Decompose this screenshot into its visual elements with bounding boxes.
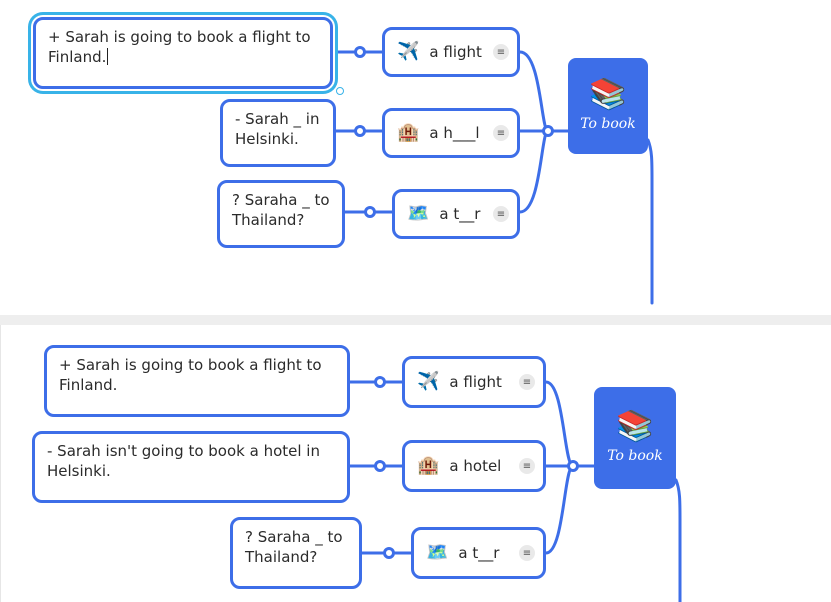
branch-node-tour[interactable]: 🗺️ a t__r ≡ (392, 189, 520, 239)
mindmap-panel-top: + Sarah is going to book a flight to Fin… (33, 17, 654, 305)
connector-dot[interactable] (374, 460, 386, 472)
notes-icon[interactable]: ≡ (519, 458, 535, 474)
leaf-sentence-hotel[interactable]: - Sarah isn't going to book a hotel in H… (32, 431, 350, 503)
leaf-line-2: Thailand? (245, 548, 318, 566)
hotel-icon: 🏨 (397, 122, 420, 143)
leaf-sentence-flight[interactable]: + Sarah is going to book a flight to Fin… (44, 345, 350, 417)
books-icon: 📚 (616, 409, 654, 444)
panel-separator (0, 315, 831, 325)
notes-icon[interactable]: ≡ (493, 44, 509, 60)
text-caret (107, 48, 109, 65)
leaf-sentence-tour[interactable]: ? Saraha _ to Thailand? (230, 517, 362, 589)
leaf-line-2: Finland. (59, 376, 118, 394)
leaf-line-1: - Sarah _ in (235, 110, 320, 128)
connector-dot[interactable] (374, 376, 386, 388)
leaf-line-2: Helsinki. (235, 130, 299, 148)
connector-dot[interactable] (542, 125, 554, 137)
branch-label: a t__r (458, 544, 500, 562)
hotel-icon: 🏨 (417, 455, 440, 476)
branch-node-tour[interactable]: 🗺️ a t__r ≡ (411, 527, 546, 579)
connector-dot[interactable] (383, 547, 395, 559)
branch-node-hotel[interactable]: 🏨 a h___l ≡ (382, 108, 520, 158)
leaf-line-1: ? Saraha _ to (245, 528, 343, 546)
leaf-line-2: Helsinki. (47, 462, 111, 480)
connector-dot[interactable] (354, 125, 366, 137)
branch-label: a hotel (449, 457, 502, 475)
airplane-icon: ✈️ (417, 371, 440, 392)
leaf-line-1: + Sarah is going to book a flight to (59, 356, 322, 374)
airplane-icon: ✈️ (397, 41, 420, 62)
connector-dot[interactable] (354, 46, 366, 58)
leaf-line-2: Finland. (48, 48, 107, 66)
branch-label: a h___l (429, 124, 480, 142)
leaf-line-1: ? Saraha _ to (232, 191, 330, 209)
branch-node-flight[interactable]: ✈️ a flight ≡ (382, 27, 520, 77)
root-title: To book (580, 116, 636, 132)
branch-label: a t__r (439, 205, 481, 223)
notes-icon[interactable]: ≡ (519, 374, 535, 390)
branch-node-flight[interactable]: ✈️ a flight ≡ (402, 356, 546, 408)
notes-icon[interactable]: ≡ (519, 545, 535, 561)
resize-handle[interactable] (336, 87, 344, 95)
leaf-line-2: Thailand? (232, 211, 305, 229)
branch-label: a flight (429, 43, 482, 61)
map-icon: 🗺️ (426, 542, 449, 563)
notes-icon[interactable]: ≡ (493, 125, 509, 141)
leaf-sentence-flight[interactable]: + Sarah is going to book a flight to Fin… (33, 17, 333, 89)
leaf-line-1: + Sarah is going to book a flight to (48, 28, 311, 46)
leaf-sentence-hotel[interactable]: - Sarah _ in Helsinki. (220, 99, 336, 167)
notes-icon[interactable]: ≡ (493, 206, 509, 222)
root-node[interactable]: 📚 To book (594, 387, 676, 489)
mindmap-panel-bottom: + Sarah is going to book a flight to Fin… (0, 325, 831, 602)
map-icon: 🗺️ (407, 203, 430, 224)
root-title: To book (607, 448, 663, 464)
leaf-sentence-tour[interactable]: ? Saraha _ to Thailand? (217, 180, 345, 248)
branch-node-hotel[interactable]: 🏨 a hotel ≡ (402, 440, 546, 492)
branch-label: a flight (449, 373, 502, 391)
connector-dot[interactable] (567, 460, 579, 472)
root-node[interactable]: 📚 To book (568, 58, 648, 154)
connector-dot[interactable] (364, 206, 376, 218)
books-icon: 📚 (589, 77, 627, 112)
leaf-line-1: - Sarah isn't going to book a hotel in (47, 442, 320, 460)
